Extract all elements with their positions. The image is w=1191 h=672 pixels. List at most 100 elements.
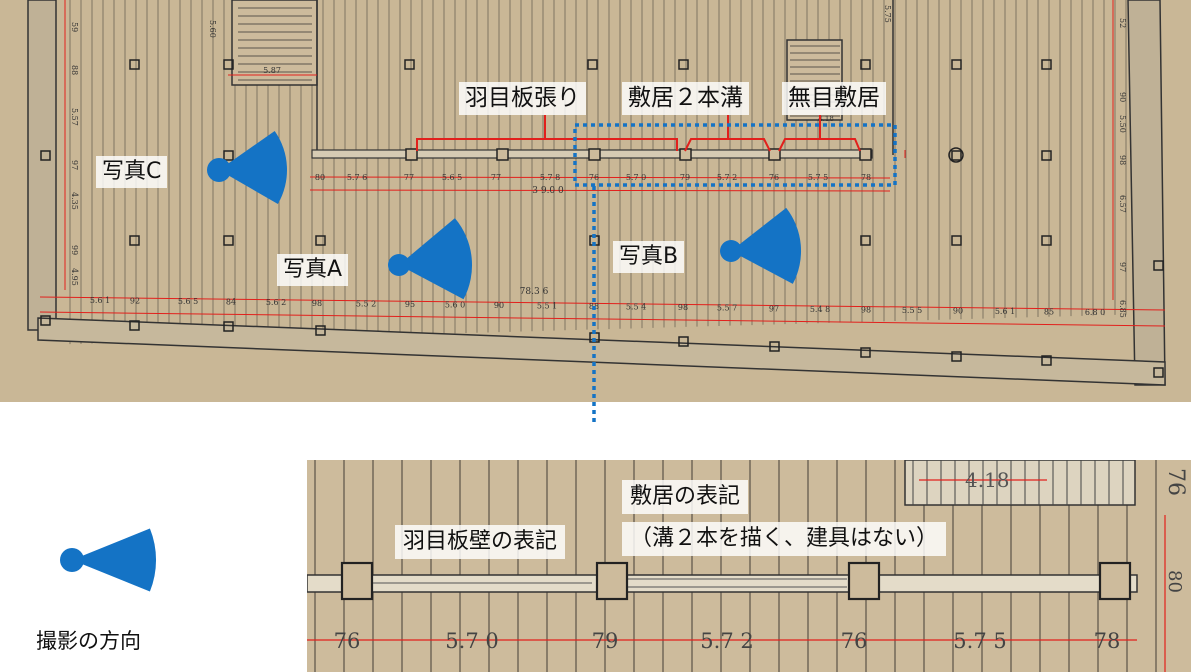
dimension-label: 90 [953, 306, 963, 315]
left-wall [27, 0, 57, 331]
dimension-total: 78.3 6 [520, 287, 549, 297]
dimension-label: 5.7 6 [347, 173, 367, 182]
zoom-dimension-side: 80 [1164, 570, 1185, 593]
dimension-label: 98 [312, 299, 322, 308]
camera-dot [60, 548, 84, 572]
round-column [948, 147, 964, 163]
bracket-mume-shikii [778, 138, 861, 152]
dimension-label: 5.7 8 [540, 173, 560, 182]
dimension-label: 90 [1118, 92, 1127, 102]
column-marker [1041, 355, 1052, 366]
bracket-shikii-2 [684, 138, 771, 152]
column-marker [223, 321, 234, 332]
zoom-dimension-label: 78 [1094, 629, 1121, 653]
dimension-label: 6.8 0 [1085, 308, 1105, 317]
label-mume-shikii: 無目敷居 [782, 82, 886, 115]
camera-photo-a [388, 218, 473, 300]
column-marker [404, 59, 415, 70]
zoom-wall-post [847, 561, 881, 601]
dimension-label: 6.85 [1118, 300, 1127, 318]
staircase-left [231, 0, 318, 86]
dimension-label: 85 [1044, 308, 1054, 317]
column-marker [678, 336, 689, 347]
dimension-label: 5.5 7 [717, 304, 737, 313]
dimension-label: 5.4 8 [810, 305, 830, 314]
column-marker [40, 315, 51, 326]
dimension-label: 5.7 2 [717, 173, 737, 182]
label-photo-c: 写真C [96, 156, 168, 188]
camera-dot [388, 254, 410, 276]
dimension-label: 80 [315, 173, 325, 182]
dimension-label: 5.60 [208, 20, 217, 38]
dimension-label: 76 [589, 173, 599, 182]
zoom-stair-block [904, 460, 1136, 506]
camera-cone [72, 528, 157, 592]
column-marker [951, 59, 962, 70]
dimension-label: 4.18 [818, 115, 834, 123]
zoom-wall-strip [307, 574, 1138, 593]
column-marker [129, 320, 140, 331]
zoom-dimension-label: 79 [592, 629, 619, 653]
dimension-label: 4.95 [70, 268, 79, 286]
zoom-highlight-box [573, 123, 897, 187]
column-marker [769, 341, 780, 352]
column-marker [315, 325, 326, 336]
column-marker [951, 150, 962, 161]
column-marker [129, 59, 140, 70]
dimension-line [39, 296, 1166, 311]
dimension-label: 76 [769, 173, 779, 182]
dimension-label: 52 [1118, 18, 1127, 28]
label-shikii-2: 敷居２本溝 [622, 82, 749, 115]
dimension-label: 98 [678, 303, 688, 312]
dimension-label: 77 [404, 173, 414, 182]
camera-legend-icon [60, 528, 157, 592]
dimension-label: 5.57 [70, 108, 79, 126]
wall-post [496, 148, 509, 161]
column-marker [951, 235, 962, 246]
zoom-dimension-label: 5.7 2 [700, 629, 753, 653]
zoom-dimension-label: 76 [841, 629, 868, 653]
camera-dot [207, 158, 231, 182]
dimension-label: 98 [1118, 155, 1127, 165]
label-haime-ita: 羽目板張り [459, 82, 586, 115]
column-marker [587, 59, 598, 70]
column-marker [1153, 367, 1164, 378]
column-marker [860, 59, 871, 70]
zoom-label-sill-title: 敷居の表記 [622, 480, 749, 514]
column-marker [223, 235, 234, 246]
dimension-label: 5.75 [883, 5, 892, 23]
wall-post [588, 148, 601, 161]
column-marker [223, 150, 234, 161]
column-marker [951, 351, 962, 362]
legend-caption: 撮影の方向 [36, 629, 141, 653]
bracket-haime-ita [416, 138, 678, 151]
dimension-label: 5.5 1 [537, 302, 557, 311]
column-marker [223, 59, 234, 70]
column-marker [1041, 150, 1052, 161]
zoom-dimension-label: 5.7 5 [953, 629, 1006, 653]
camera-photo-c [207, 131, 288, 204]
zoom-dimension-corner: 76 [1163, 468, 1188, 496]
zoom-wall-post [340, 561, 374, 601]
dimension-label: 5.6 0 [445, 300, 465, 309]
dimension-label: 97 [769, 304, 779, 313]
dimension-label: 97 [70, 160, 79, 170]
dimension-line [39, 311, 1166, 327]
dimension-label: 4.35 [70, 192, 79, 210]
dimension-label: 5.5 5 [902, 306, 922, 315]
camera-cone [399, 218, 473, 300]
dimension-label: 99 [70, 245, 79, 255]
dimension-label: 5.5 2 [356, 299, 376, 308]
column-marker [129, 235, 140, 246]
dimension-label: 6.57 [1118, 195, 1127, 213]
dimension-label: 84 [226, 298, 236, 307]
dimension-label: 77 [491, 173, 501, 182]
camera-cone [731, 207, 802, 284]
dimension-label: 5.6 5 [442, 173, 462, 182]
column-marker [678, 59, 689, 70]
dimension-label: 88 [70, 65, 79, 75]
dimension-label: 97 [1118, 262, 1127, 272]
